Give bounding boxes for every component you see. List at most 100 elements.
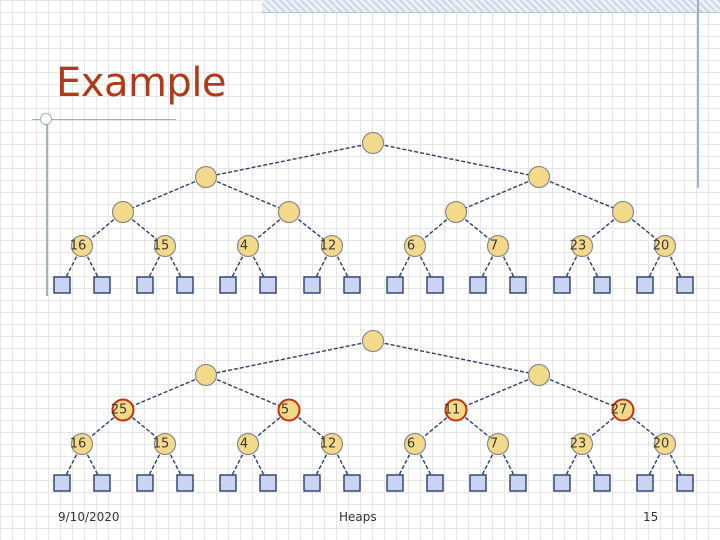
- leaf-node: [219, 474, 237, 492]
- leaf-node: [469, 474, 487, 492]
- highlighted-node: [611, 398, 635, 422]
- node-key-label: 25: [111, 403, 128, 418]
- slide-title: Example: [56, 60, 227, 106]
- key-node: [320, 234, 344, 258]
- leaf-node: [136, 276, 154, 294]
- tree-edge: [122, 374, 207, 411]
- key-node: [570, 432, 594, 456]
- node-key-label: 12: [320, 437, 337, 452]
- key-node: [486, 234, 510, 258]
- internal-node: [194, 363, 218, 387]
- tree-edge: [372, 340, 540, 376]
- key-node: [403, 432, 427, 456]
- tree-edge: [455, 374, 540, 411]
- key-node: [653, 432, 677, 456]
- node-key-label: 16: [70, 239, 87, 254]
- key-node: [70, 234, 94, 258]
- node-key-label: 4: [240, 437, 248, 452]
- key-node: [653, 234, 677, 258]
- highlighted-node: [111, 398, 135, 422]
- tree-edge: [205, 374, 290, 411]
- leaf-node: [303, 276, 321, 294]
- leaf-node: [219, 276, 237, 294]
- leaf-node: [53, 276, 71, 294]
- header-band: [262, 0, 720, 13]
- node-key-label: 6: [407, 437, 415, 452]
- leaf-node: [93, 474, 111, 492]
- leaf-node: [593, 474, 611, 492]
- node-key-label: 12: [320, 239, 337, 254]
- leaf-node: [509, 276, 527, 294]
- root-node: [361, 131, 385, 155]
- leaf-node: [259, 276, 277, 294]
- internal-node: [194, 165, 218, 189]
- tree-edge: [538, 176, 624, 213]
- leaf-node: [176, 474, 194, 492]
- tree-edge: [205, 340, 374, 376]
- node-key-label: 20: [653, 239, 670, 254]
- node-key-label: 4: [240, 239, 248, 254]
- title-underline: [32, 119, 176, 120]
- node-key-label: 20: [653, 437, 670, 452]
- key-node: [570, 234, 594, 258]
- key-node: [70, 432, 94, 456]
- key-node: [153, 432, 177, 456]
- decorative-circle: [40, 113, 52, 125]
- node-key-label: 15: [153, 437, 170, 452]
- node-key-label: 11: [444, 403, 461, 418]
- node-key-label: 6: [407, 239, 415, 254]
- internal-node: [444, 200, 468, 224]
- leaf-node: [426, 276, 444, 294]
- node-key-label: 15: [153, 239, 170, 254]
- leaf-node: [636, 474, 654, 492]
- footer-topic: Heaps: [339, 510, 377, 524]
- decorative-rule: [46, 118, 48, 296]
- leaf-node: [386, 276, 404, 294]
- leaf-node: [469, 276, 487, 294]
- key-node: [403, 234, 427, 258]
- key-node: [236, 234, 260, 258]
- internal-node: [527, 165, 551, 189]
- leaf-node: [176, 276, 194, 294]
- footer-date: 9/10/2020: [58, 510, 120, 524]
- node-key-label: 23: [570, 437, 587, 452]
- node-key-label: 7: [490, 239, 498, 254]
- leaf-node: [636, 276, 654, 294]
- leaf-node: [553, 276, 571, 294]
- tree-edge: [205, 176, 290, 213]
- node-key-label: 7: [490, 437, 498, 452]
- leaf-node: [259, 474, 277, 492]
- key-node: [486, 432, 510, 456]
- key-node: [153, 234, 177, 258]
- leaf-node: [509, 474, 527, 492]
- highlighted-node: [277, 398, 301, 422]
- internal-node: [527, 363, 551, 387]
- key-node: [236, 432, 260, 456]
- internal-node: [277, 200, 301, 224]
- leaf-node: [676, 474, 694, 492]
- edges-layer: [61, 142, 686, 484]
- leaf-node: [553, 474, 571, 492]
- tree-edge: [372, 142, 540, 178]
- highlighted-node: [444, 398, 468, 422]
- leaf-node: [136, 474, 154, 492]
- leaf-node: [676, 276, 694, 294]
- leaf-node: [93, 276, 111, 294]
- key-node: [320, 432, 344, 456]
- leaf-node: [386, 474, 404, 492]
- leaf-node: [426, 474, 444, 492]
- internal-node: [611, 200, 635, 224]
- leaf-node: [53, 474, 71, 492]
- tree-edge: [122, 176, 207, 213]
- footer-page-number: 15: [643, 510, 659, 524]
- tree-edge: [205, 142, 374, 178]
- leaf-node: [303, 474, 321, 492]
- tree-edge: [455, 176, 540, 213]
- node-key-label: 23: [570, 239, 587, 254]
- leaf-node: [343, 276, 361, 294]
- node-key-label: 16: [70, 437, 87, 452]
- internal-node: [111, 200, 135, 224]
- node-key-label: 5: [281, 403, 289, 418]
